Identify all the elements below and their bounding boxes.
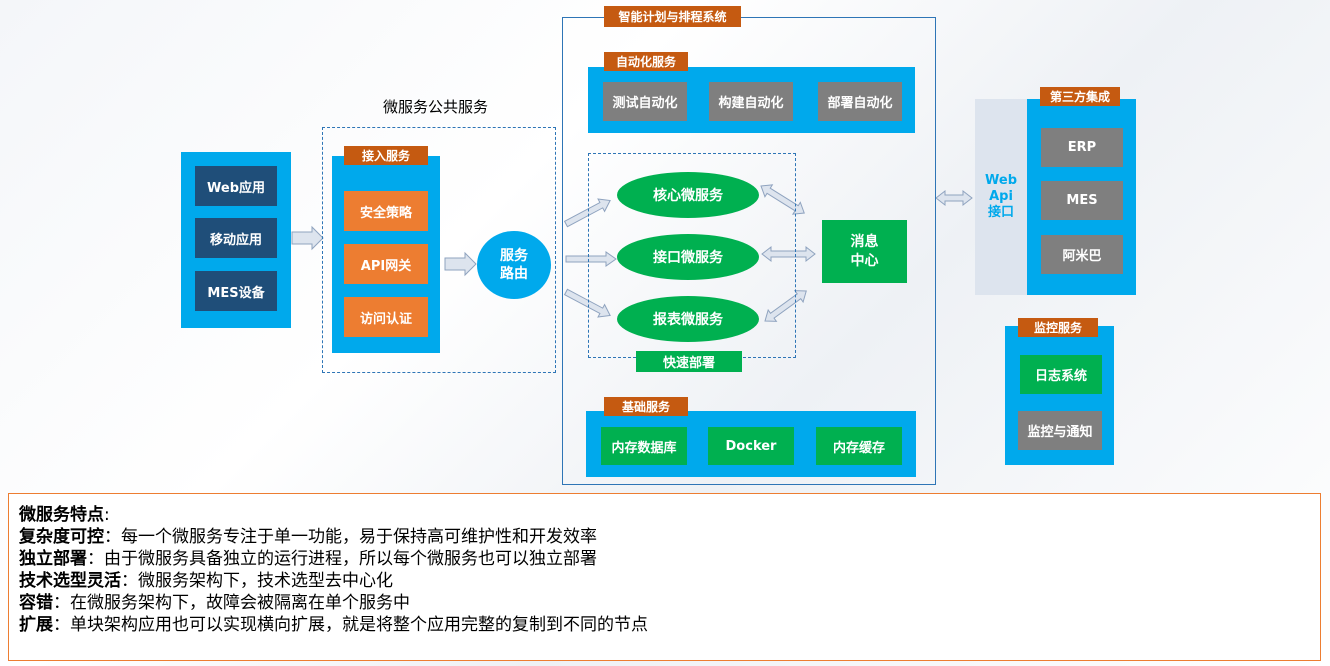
system-tag: 智能计划与排程系统: [604, 6, 741, 27]
memory-cache-box[interactable]: 内存缓存: [816, 427, 902, 465]
monitor-notify-box[interactable]: 监控与通知: [1018, 411, 1102, 450]
feature-desc: ：每一个微服务专注于单一功能，易于保持高可维护性和开发效率: [104, 527, 597, 547]
client-mobile-app[interactable]: 移动应用: [195, 218, 277, 258]
deploy-automation-box[interactable]: 部署自动化: [818, 82, 902, 121]
access-auth-box[interactable]: 访问认证: [344, 297, 428, 337]
feature-desc: ：在微服务架构下，故障会被隔离在单个服务中: [53, 593, 410, 613]
amoeba-box[interactable]: 阿米巴: [1041, 235, 1123, 274]
memory-database-box[interactable]: 内存数据库: [601, 427, 687, 465]
arrow-clients-to-access: [291, 225, 324, 251]
feature-term: 容错: [19, 593, 53, 613]
client-mes-device[interactable]: MES设备: [195, 271, 277, 311]
quick-deploy-tag: 快速部署: [636, 351, 742, 372]
feature-term: 独立部署: [19, 549, 87, 569]
arrow-interface-message: [761, 245, 816, 263]
features-heading: 微服务特点: [19, 505, 104, 525]
api-gateway-box[interactable]: API网关: [344, 244, 428, 284]
feature-desc: ：微服务架构下，技术选型去中心化: [121, 571, 393, 591]
log-system-box[interactable]: 日志系统: [1020, 355, 1102, 394]
mes-box[interactable]: MES: [1041, 181, 1123, 220]
docker-box[interactable]: Docker: [708, 427, 794, 465]
public-services-title: 微服务公共服务: [383, 98, 489, 116]
feature-desc: ：由于微服务具备独立的运行进程，所以每个微服务也可以独立部署: [87, 549, 597, 569]
service-router[interactable]: 服务 路由: [477, 231, 551, 299]
feature-term: 扩展: [19, 615, 53, 635]
arrow-core-message: [760, 184, 805, 215]
web-api-interface[interactable]: Web Api 接口: [975, 99, 1027, 295]
security-policy-box[interactable]: 安全策略: [344, 191, 428, 231]
access-service-tag: 接入服务: [344, 146, 428, 165]
interface-microservice[interactable]: 接口微服务: [617, 234, 759, 280]
features-panel: 微服务特点: 复杂度可控：每一个微服务专注于单一功能，易于保持高可维护性和开发效…: [8, 493, 1321, 661]
feature-line: 独立部署：由于微服务具备独立的运行进程，所以每个微服务也可以独立部署: [19, 548, 1310, 570]
system-frame: [562, 17, 936, 485]
feature-desc: ：单块架构应用也可以实现横向扩展，就是将整个应用完整的复制到不同的节点: [53, 615, 648, 635]
message-center[interactable]: 消息 中心: [822, 220, 907, 283]
public-services-frame: [322, 127, 556, 373]
core-microservice[interactable]: 核心微服务: [617, 172, 759, 218]
test-automation-box[interactable]: 测试自动化: [603, 82, 687, 121]
base-services-tag: 基础服务: [604, 397, 688, 416]
third-party-tag: 第三方集成: [1040, 87, 1120, 106]
monitor-tag: 监控服务: [1018, 318, 1098, 337]
feature-line: 容错：在微服务架构下，故障会被隔离在单个服务中: [19, 592, 1310, 614]
features-heading-suffix: :: [104, 505, 110, 525]
client-web-app[interactable]: Web应用: [195, 166, 277, 206]
feature-line: 扩展：单块架构应用也可以实现横向扩展，就是将整个应用完整的复制到不同的节点: [19, 614, 1310, 636]
build-automation-box[interactable]: 构建自动化: [709, 82, 793, 121]
automation-tag: 自动化服务: [604, 52, 688, 71]
feature-line: 复杂度可控：每一个微服务专注于单一功能，易于保持高可维护性和开发效率: [19, 526, 1310, 548]
feature-term: 技术选型灵活: [19, 571, 121, 591]
arrow-router-to-interface: [565, 251, 617, 267]
report-microservice[interactable]: 报表微服务: [617, 296, 759, 342]
feature-term: 复杂度可控: [19, 527, 104, 547]
feature-line: 技术选型灵活：微服务架构下，技术选型去中心化: [19, 570, 1310, 592]
arrow-router-to-core: [563, 198, 611, 228]
features-heading-line: 微服务特点:: [19, 504, 1310, 526]
arrow-router-to-report: [563, 288, 611, 318]
arrow-system-webapi: [935, 189, 973, 207]
erp-box[interactable]: ERP: [1041, 128, 1123, 167]
arrow-access-to-router: [444, 251, 477, 277]
